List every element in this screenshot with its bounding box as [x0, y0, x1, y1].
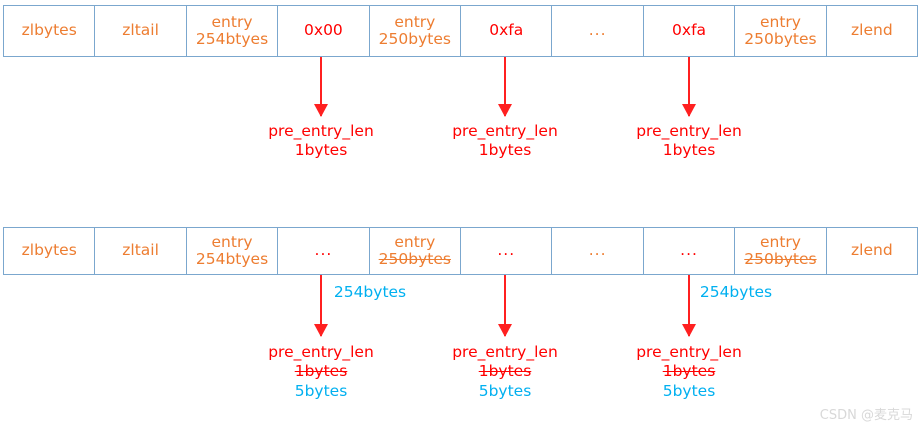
cell-line-1: ...	[497, 241, 516, 260]
arrow-shaft	[504, 57, 506, 116]
down-arrow-icon	[498, 57, 512, 117]
cell-line-1: entry	[394, 12, 436, 31]
arrow-shaft	[688, 57, 690, 116]
cell-line-1: entry	[211, 12, 253, 31]
ziplist-cell: zlend	[827, 6, 917, 56]
pre-entry-len-label: pre_entry_len	[636, 343, 742, 361]
ziplist-cell: zlend	[827, 228, 917, 274]
down-arrow-icon	[314, 57, 328, 117]
ziplist-cell: ...	[552, 6, 644, 56]
ziplist-cell: ...	[278, 228, 370, 274]
cell-line-1: 0xfa	[672, 21, 707, 40]
pre-entry-len-size-struck: 1bytes	[478, 362, 532, 381]
cell-line-1: ...	[680, 241, 698, 260]
ziplist-cell: zlbytes	[4, 228, 96, 274]
pre-entry-len-size-struck: 1bytes	[662, 362, 716, 381]
arrow-shaft	[688, 275, 690, 336]
arrow-head	[498, 104, 512, 117]
cell-line-2: 250bytes	[744, 30, 817, 48]
cell-line-1: ...	[588, 241, 607, 260]
entry-size-correction: 254bytes	[333, 283, 407, 301]
ziplist-cell: zltail	[95, 6, 187, 56]
cell-line-1: entry	[759, 12, 801, 31]
cell-line-2-struck: 250bytes	[744, 250, 817, 268]
ziplist-cell: ...	[461, 228, 553, 274]
arrow-head	[682, 104, 696, 117]
cell-line-1: zltail	[122, 21, 159, 40]
cell-line-1: zlend	[851, 241, 893, 260]
arrow-head	[682, 324, 696, 337]
down-arrow-icon	[682, 57, 696, 117]
cell-line-1: zltail	[122, 241, 159, 260]
ziplist-cell: ...	[552, 228, 644, 274]
cell-line-1: ...	[314, 241, 333, 260]
ziplist-cell: ...	[644, 228, 736, 274]
cell-line-2-struck: 250bytes	[378, 250, 451, 268]
cell-line-1: 0xfa	[489, 21, 524, 40]
cell-line-1: entry	[394, 232, 436, 251]
pre-entry-len-label: pre_entry_len	[452, 122, 558, 140]
pre-entry-len-size-corrected: 5bytes	[294, 381, 348, 400]
cell-line-2: 254btyes	[195, 250, 269, 268]
cell-line-2: 254btyes	[195, 30, 269, 48]
arrow-shaft	[320, 275, 322, 336]
pre-entry-len-size: 1bytes	[662, 141, 716, 160]
ziplist-cell: 0xfa	[461, 6, 553, 56]
cell-line-1: ...	[588, 21, 607, 40]
pre-entry-len-size: 1bytes	[478, 141, 532, 160]
cell-line-1: zlbytes	[21, 241, 77, 260]
pre-entry-len-size-struck: 1bytes	[294, 362, 348, 381]
ziplist-cell: 0xfa	[644, 6, 736, 56]
pre-entry-len-label: pre_entry_len	[268, 343, 374, 361]
down-arrow-icon	[498, 275, 512, 337]
cell-line-1: zlbytes	[21, 21, 77, 40]
arrow-shaft	[320, 57, 322, 116]
ziplist-cell: 0x00	[278, 6, 370, 56]
arrow-shaft	[504, 275, 506, 336]
pre-entry-len-label: pre_entry_len	[452, 343, 558, 361]
cell-line-2: 250bytes	[378, 30, 451, 48]
ziplist-cell: zltail	[95, 228, 187, 274]
arrow-head	[314, 324, 328, 337]
pre-entry-len-size-corrected: 5bytes	[478, 381, 532, 400]
cell-line-1: entry	[759, 232, 801, 251]
watermark: CSDN @麦克马	[819, 408, 913, 423]
arrow-head	[498, 324, 512, 337]
cell-line-1: 0x00	[304, 21, 343, 40]
pre-entry-len-size: 1bytes	[294, 141, 348, 160]
cell-line-1: zlend	[851, 21, 893, 40]
cell-line-1: entry	[211, 232, 253, 251]
pre-entry-len-label: pre_entry_len	[636, 122, 742, 140]
pre-entry-len-label: pre_entry_len	[268, 122, 374, 140]
pre-entry-len-size-corrected: 5bytes	[662, 381, 716, 400]
entry-size-correction: 254bytes	[699, 283, 773, 301]
ziplist-cell: zlbytes	[4, 6, 96, 56]
down-arrow-icon	[314, 275, 328, 337]
down-arrow-icon	[682, 275, 696, 337]
arrow-head	[314, 104, 328, 117]
